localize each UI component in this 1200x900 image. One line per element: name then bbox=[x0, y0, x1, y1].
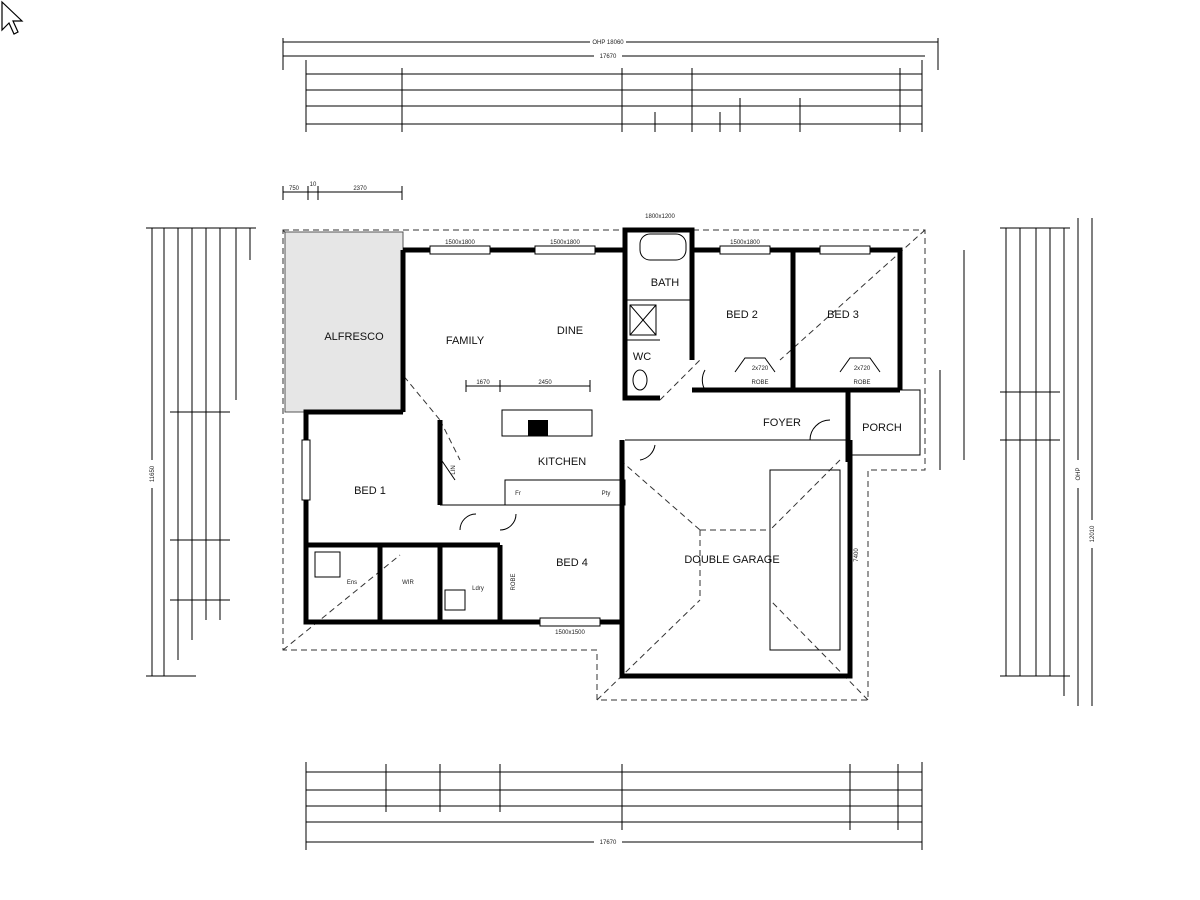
room-laundry: Ldry bbox=[472, 586, 484, 592]
garage-car-outline bbox=[769, 469, 841, 651]
room-bed4: BED 4 bbox=[556, 557, 588, 569]
room-bed3: BED 3 bbox=[827, 309, 859, 321]
kitchen-bench bbox=[504, 479, 626, 506]
pantry-label: Pty bbox=[602, 491, 611, 497]
mouse-cursor-icon bbox=[1, 0, 24, 35]
toilet-icon bbox=[632, 369, 648, 391]
fixtures bbox=[314, 233, 881, 651]
room-bed2: BED 2 bbox=[726, 309, 758, 321]
room-linen: LIN bbox=[451, 465, 457, 474]
alfresco-dimension: 750 10 2370 bbox=[282, 182, 403, 200]
alfresco-dim-3: 2370 bbox=[353, 186, 367, 192]
room-dine: DINE bbox=[557, 325, 583, 337]
window-label-bed4: 1500x1500 bbox=[555, 630, 585, 636]
alfresco-dim-1: 750 bbox=[289, 186, 300, 192]
shower-ensuite-icon bbox=[314, 551, 341, 578]
room-bath: BATH bbox=[651, 277, 680, 289]
room-family: FAMILY bbox=[446, 335, 485, 347]
shower-icon bbox=[629, 304, 657, 336]
window-label-2: 1500x1800 bbox=[550, 240, 580, 246]
kitchen-offset-dim: 1670 bbox=[476, 380, 490, 386]
walls bbox=[303, 227, 921, 679]
room-double-garage: DOUBLE GARAGE bbox=[684, 554, 779, 566]
room-bed1: BED 1 bbox=[354, 485, 386, 497]
robe2-dim: 2x720 bbox=[752, 366, 769, 372]
windows: 1500x1800 1500x1800 1500x1800 1800x1200 … bbox=[301, 214, 871, 636]
window-label-bath: 1800x1200 bbox=[645, 214, 675, 220]
room-porch: PORCH bbox=[862, 422, 902, 434]
left-dimension-strings: 11650 bbox=[146, 227, 256, 677]
top-dimension-strings: OHP 18060 17670 bbox=[282, 38, 939, 132]
top-total-dimension: 17670 bbox=[600, 54, 617, 60]
top-overall-dimension: OHP 18060 bbox=[592, 40, 624, 46]
room-alfresco: ALFRESCO bbox=[324, 331, 384, 343]
window-label-3: 1500x1800 bbox=[730, 240, 760, 246]
left-total-dimension: 11650 bbox=[150, 465, 156, 482]
room-kitchen: KITCHEN bbox=[538, 456, 586, 468]
bottom-dimension-strings: 17670 bbox=[305, 762, 923, 850]
bathtub-icon bbox=[639, 233, 687, 261]
room-foyer: FOYER bbox=[763, 417, 801, 429]
robe3-shelf bbox=[839, 357, 881, 373]
kitchen-width-dim: 2450 bbox=[538, 380, 552, 386]
room-wc: WC bbox=[633, 351, 651, 363]
fridge-label: Fr bbox=[515, 491, 521, 497]
right-total-dimension: 12010 bbox=[1090, 525, 1096, 542]
room-ensuite: Ens bbox=[347, 580, 357, 586]
robe3-dim: 2x720 bbox=[854, 366, 871, 372]
room-robe4: ROBE bbox=[511, 573, 517, 590]
robe2-shelf bbox=[734, 357, 776, 373]
alfresco-dim-2: 10 bbox=[310, 182, 317, 188]
room-robe3: ROBE bbox=[853, 380, 870, 386]
kitchen-dimension: 1670 2450 7400 bbox=[465, 380, 860, 562]
room-labels: ALFRESCO FAMILY DINE BATH WC BED 2 BED 3… bbox=[324, 277, 902, 592]
cooktop-icon bbox=[528, 420, 548, 436]
room-robe2: ROBE bbox=[751, 380, 768, 386]
bottom-total-dimension: 17670 bbox=[600, 840, 617, 846]
garage-depth-dim: 7400 bbox=[854, 548, 860, 562]
right-overall-dimension: OHP bbox=[1076, 467, 1082, 480]
laundry-tub-icon bbox=[444, 589, 466, 611]
right-dimension-strings: OHP 12010 bbox=[939, 218, 1096, 706]
room-wir: WIR bbox=[402, 580, 414, 586]
alfresco-area bbox=[284, 231, 404, 413]
window-label-1: 1500x1800 bbox=[445, 240, 475, 246]
